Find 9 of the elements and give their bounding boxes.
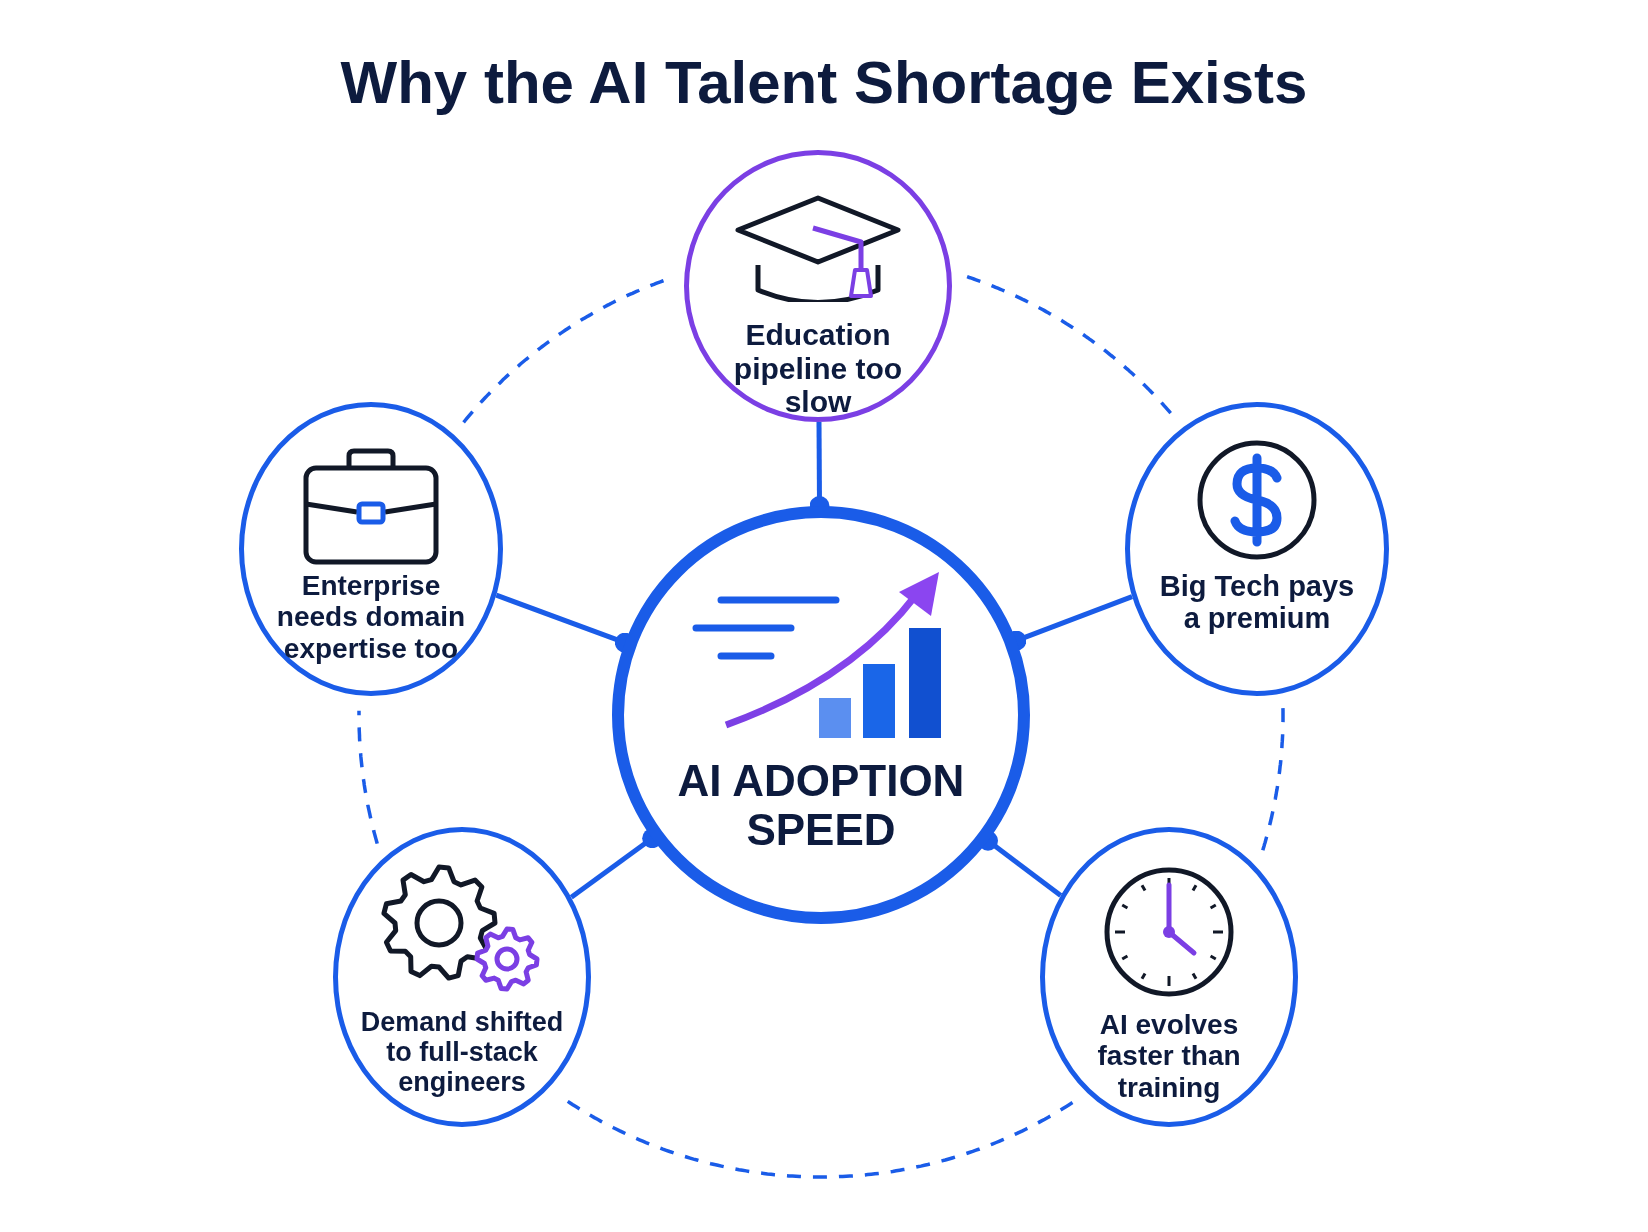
dashed-connector [357,710,379,845]
node-label: Education pipeline too slow [732,318,904,419]
hub-label: AI ADOPTION SPEED [676,756,966,855]
dashed-connector [1260,708,1285,853]
diagram-title: Why the AI Talent Shortage Exists [339,48,1309,117]
node-label: AI evolves faster than training [1096,1009,1242,1104]
node-label: Demand shifted to full-stack engineers [359,1007,565,1098]
node-label: Big Tech pays a premium [1158,570,1356,635]
node-label: Enterprise needs domain expertise too [275,570,467,665]
